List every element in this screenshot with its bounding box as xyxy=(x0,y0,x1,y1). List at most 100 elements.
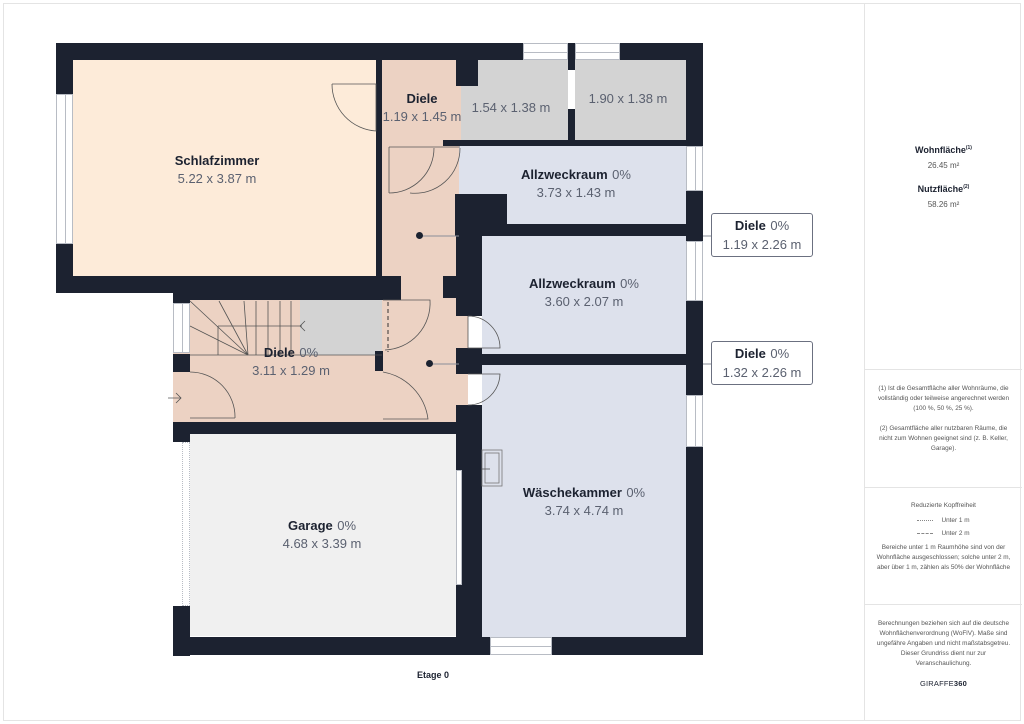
room-dim: 3.11 x 1.29 m xyxy=(252,363,330,378)
wall-right xyxy=(686,43,703,655)
headroom-title: Reduzierte Kopffreiheit xyxy=(911,502,976,509)
room-dim: 3.73 x 1.43 m xyxy=(536,185,616,200)
divider xyxy=(865,604,1022,605)
brand-logo: GIRAFFE360 xyxy=(865,679,1022,688)
callout-diele-2: Diele 0% 1.32 x 2.26 m xyxy=(711,341,813,385)
nutzflaeche-value: 58.26 m² xyxy=(927,200,960,209)
wall-storage-bottom xyxy=(443,140,703,146)
window-bottom xyxy=(490,637,552,655)
room-storage-1[interactable] xyxy=(461,60,568,140)
room-label-storage-2: 1.90 x 1.38 m xyxy=(589,91,668,107)
wall-garage-left-top xyxy=(173,422,190,442)
wall-waesche-pier xyxy=(456,348,482,374)
room-dim: 1.19 x 2.26 m xyxy=(722,236,802,252)
page-frame xyxy=(3,3,1021,721)
floor-label: Etage 0 xyxy=(416,670,450,680)
window-stairs-left xyxy=(173,303,190,353)
room-storage-2[interactable] xyxy=(575,60,686,140)
room-pct: 0% xyxy=(770,218,790,233)
wall-allzweck-divider xyxy=(455,224,686,236)
room-name: Diele xyxy=(406,91,438,106)
room-dim: 1.90 x 1.38 m xyxy=(588,91,668,106)
wall-bottom xyxy=(173,637,703,655)
room-dim: 1.19 x 1.45 m xyxy=(382,109,462,124)
room-garage[interactable] xyxy=(190,434,456,636)
window-top-1 xyxy=(523,43,568,60)
disclaimer-section: Berechnungen beziehen sich auf die deuts… xyxy=(865,619,1022,688)
brand-light: GIRAFFE xyxy=(919,679,954,688)
room-dim: 5.22 x 3.87 m xyxy=(177,171,257,186)
disclaimer: Berechnungen beziehen sich auf die deuts… xyxy=(876,620,1011,667)
wohnflaeche-text: Wohnfläche xyxy=(915,145,966,155)
room-marker-dot xyxy=(426,360,433,367)
area-summary: Wohnfläche(1) 26.45 m² Nutzfläche(2) 58.… xyxy=(865,145,1022,223)
wall-stairs-post xyxy=(375,351,383,371)
headroom-legend: Reduzierte Kopffreiheit Unter 1 m Unter … xyxy=(865,501,1022,573)
headroom-note: Bereiche unter 1 m Raumhöhe sind von der… xyxy=(876,544,1011,571)
wall-stairs-left-top xyxy=(173,293,190,303)
legend-under-2m: Unter 2 m xyxy=(865,530,1022,537)
divider xyxy=(865,487,1022,488)
room-label-allzweckraum-2: Allzweckraum 0% 3.60 x 2.07 m xyxy=(529,274,639,310)
nutzflaeche-label: Nutzfläche(2) xyxy=(865,184,1022,194)
wall-corridor-pier xyxy=(443,276,463,298)
callout-diele-1: Diele 0% 1.19 x 2.26 m xyxy=(711,213,813,257)
room-label-diele-top: Diele 1.19 x 1.45 m xyxy=(383,89,462,125)
room-name: Schlafzimmer xyxy=(174,153,260,168)
footnote-2-ref: (2) xyxy=(963,184,970,190)
room-diele-top[interactable] xyxy=(381,60,461,150)
wall-stairs-left-mid xyxy=(173,354,190,372)
wall-diele-pier xyxy=(456,60,478,86)
room-label-storage-1: 1.54 x 1.38 m xyxy=(472,100,551,116)
room-pct: 0% xyxy=(612,167,631,182)
wall-bottom-bedroom xyxy=(56,276,401,293)
room-schlafzimmer[interactable] xyxy=(73,60,376,276)
room-label-garage: Garage 0% 4.68 x 3.39 m xyxy=(283,516,362,552)
room-pct: 0% xyxy=(770,346,790,361)
room-dim: 1.54 x 1.38 m xyxy=(471,100,551,115)
footnotes: (1) Ist die Gesamtfläche aller Wohnräume… xyxy=(865,384,1022,454)
window-right-3 xyxy=(686,395,703,447)
wall-bedroom-right xyxy=(376,60,382,285)
room-pct: 0% xyxy=(626,485,646,500)
room-allzweckraum-2[interactable] xyxy=(482,236,686,354)
legend-under-1m-text: Unter 1 m xyxy=(941,517,970,524)
room-name: Diele xyxy=(263,345,295,360)
wohnflaeche-label: Wohnfläche(1) xyxy=(865,145,1022,155)
wall-stairs-top xyxy=(173,293,401,300)
room-pct: 0% xyxy=(337,518,357,533)
legend-under-1m: Unter 1 m xyxy=(865,517,1022,524)
legend-under-2m-text: Unter 2 m xyxy=(941,530,970,537)
window-right-1 xyxy=(686,146,703,191)
room-name: Garage xyxy=(287,518,333,533)
wall-allzweck-bottom xyxy=(456,354,686,365)
window-top-2 xyxy=(575,43,620,60)
room-name: Diele xyxy=(734,346,766,361)
room-dim: 1.32 x 2.26 m xyxy=(722,364,802,380)
nutzflaeche-text: Nutzfläche xyxy=(917,184,964,194)
wohnflaeche-value: 26.45 m² xyxy=(927,161,960,170)
stair-void xyxy=(300,300,382,355)
room-marker-dot xyxy=(416,232,423,239)
room-waeschekammer[interactable] xyxy=(482,365,686,637)
dotted-line-icon xyxy=(917,520,934,521)
room-dim: 4.68 x 3.39 m xyxy=(282,536,362,551)
room-name: Diele xyxy=(734,218,766,233)
wall-storage-divider-top xyxy=(568,60,575,70)
wall-storage-divider-bottom xyxy=(568,109,575,140)
room-label-diele-stairs: Diele 0% 3.11 x 1.29 m xyxy=(252,343,330,379)
sidebar: Wohnfläche(1) 26.45 m² Nutzfläche(2) 58.… xyxy=(864,3,1022,721)
room-name: Allzweckraum xyxy=(521,167,608,182)
room-pct: 0% xyxy=(299,345,319,360)
dashed-line-icon xyxy=(917,533,934,534)
room-name: Allzweckraum xyxy=(529,276,616,291)
room-label-waeschekammer: Wäschekammer 0% 3.74 x 4.74 m xyxy=(523,483,645,519)
room-dim: 3.60 x 2.07 m xyxy=(544,294,624,309)
footnote-2: (2) Gesamtfläche aller nutzbaren Räume, … xyxy=(879,425,1008,452)
room-label-allzweckraum-1: Allzweckraum 0% 3.73 x 1.43 m xyxy=(521,165,631,201)
window-right-2 xyxy=(686,241,703,301)
floor-plan: Schlafzimmer 5.22 x 3.87 m Diele 1.19 x … xyxy=(56,43,813,680)
room-label-schlafzimmer: Schlafzimmer 5.22 x 3.87 m xyxy=(175,151,260,187)
room-name: Wäschekammer xyxy=(522,485,622,500)
wall-diele-bottom xyxy=(173,422,473,434)
